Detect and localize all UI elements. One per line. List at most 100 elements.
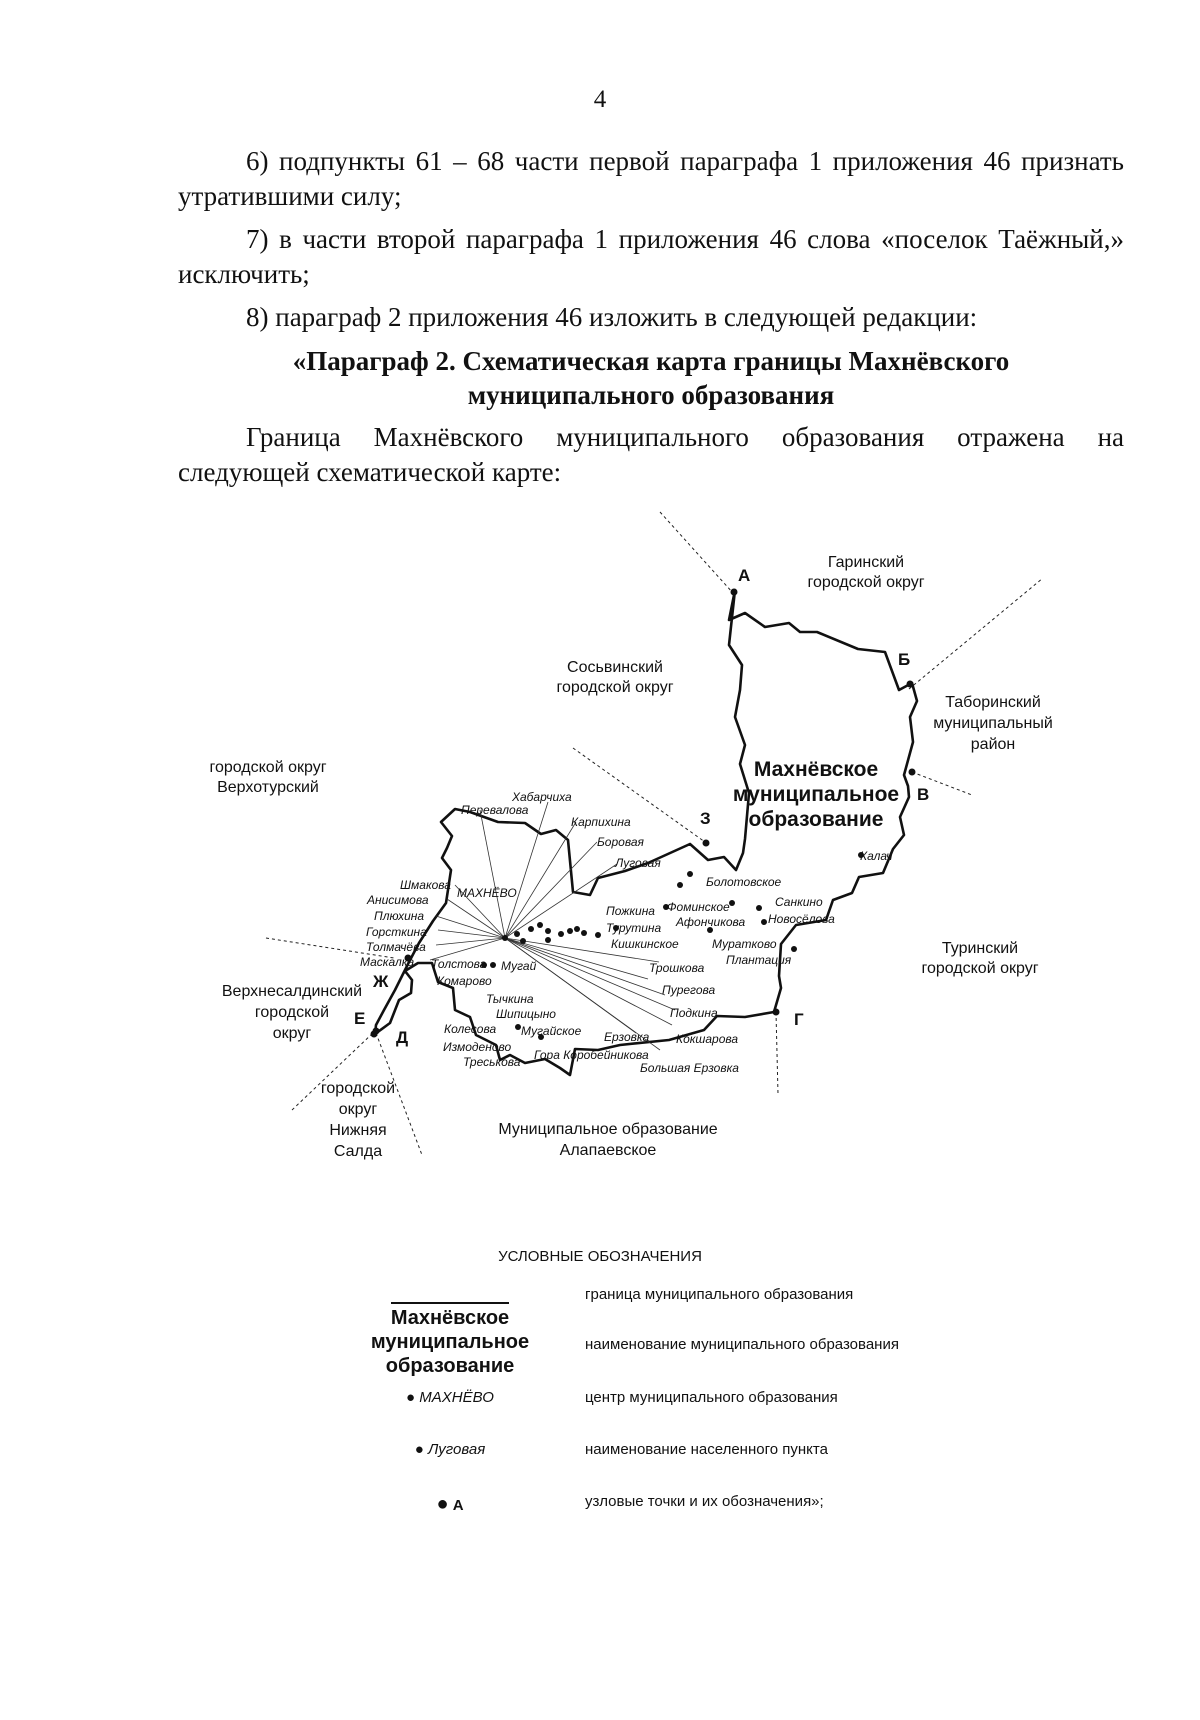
label-verkhnesaldinsky-1: Верхнесалдинский (222, 983, 362, 1000)
label-verkhotursky-1: городской округ (209, 759, 326, 776)
place-anisimova: Анисимова (366, 893, 429, 907)
node-zh: Ж (372, 972, 389, 991)
place-pozhkina: Пожкина (606, 904, 655, 918)
label-garinsky-2: городской округ (807, 574, 924, 591)
place-maskalka: Маскалка (360, 955, 414, 969)
municipality-name-1: Махнёвское (754, 758, 878, 781)
label-verkhnesaldinsky-2: городской (255, 1004, 329, 1021)
label-taborinsky-3: район (971, 736, 1015, 753)
place-karpikhina: Карпихина (571, 815, 631, 829)
label-verkhnesaldinsky-3: округ (273, 1025, 312, 1042)
settlement-dots (481, 852, 864, 1040)
place-bolshaya-erzovka: Большая Ерзовка (640, 1061, 739, 1075)
place-plantatsiya: Плантация (726, 953, 792, 967)
place-tolstova: Толстова (431, 957, 487, 971)
legend-boundary-desc: граница муниципального образования (585, 1286, 854, 1303)
place-muratkovo: Муратково (712, 937, 777, 951)
legend-settlement-text: Луговая (428, 1441, 486, 1458)
place-shmakova: Шмакова (400, 878, 451, 892)
legend-settlement-desc: наименование населенного пункта (585, 1441, 828, 1458)
label-alapaevskoe-1: Муниципальное образование (498, 1121, 717, 1138)
place-afonchikova: Афончикова (675, 915, 746, 929)
paragraph-6: 6) подпункты 61 – 68 части первой парагр… (178, 146, 1124, 211)
heading-line-2: муниципального образования (467, 380, 835, 410)
municipality-name-3: образование (749, 808, 884, 831)
label-verkhotursky-2: Верхотурский (217, 779, 319, 796)
place-khabarchikha: Хабарчиха (511, 790, 572, 804)
leader-lines (429, 801, 676, 1051)
place-kolesova: Колесова (444, 1022, 496, 1036)
legend-center-symbol: ● МАХНЁВО (406, 1389, 494, 1406)
place-gora-korobeinikova: Гора Коробейникова (534, 1048, 649, 1062)
municipality-name-2: муниципальное (733, 783, 899, 806)
map-svg: А Б В Г Д Е Ж З Гаринский городской окру… (209, 511, 1053, 1160)
place-novoselova: Новосёлова (768, 912, 835, 926)
place-treskova: Треськова (463, 1055, 521, 1069)
place-sankino: Санкино (775, 895, 823, 909)
paragraph-7: 7) в части второй параграфа 1 приложения… (178, 224, 1124, 289)
node-b: Б (898, 650, 910, 669)
node-g: Г (794, 1010, 804, 1029)
place-troshkova: Трошкова (649, 961, 705, 975)
node-points (370, 588, 916, 1038)
place-tychkina: Тычкина (486, 992, 534, 1006)
neighbor-lines (265, 511, 1044, 1156)
municipality-boundary (373, 588, 919, 1077)
place-komarovo: Комарово (437, 974, 492, 988)
legend-center-desc: центр муниципального образования (585, 1389, 838, 1406)
place-shipitsyno: Шипицыно (496, 1007, 556, 1021)
legend-node-text: А (452, 1497, 464, 1514)
place-tolmacheva: Толмачёва (366, 940, 426, 954)
label-turinsky-2: городской округ (921, 960, 1038, 977)
legend-node-symbol: ● А (436, 1493, 464, 1515)
center-label: МАХНЁВО (457, 886, 517, 900)
place-turutina: Турутина (606, 921, 661, 935)
legend-boundary-line (340, 1294, 560, 1311)
label-taborinsky-2: муниципальный (933, 715, 1053, 732)
node-a: А (738, 566, 750, 585)
legend-node-desc: узловые точки и их обозначения»; (585, 1493, 824, 1510)
node-v: В (917, 785, 929, 804)
label-sosvinsky-2: городской округ (556, 679, 673, 696)
schematic-map: А Б В Г Д Е Ж З Гаринский городской окру… (0, 500, 1200, 1220)
place-fominskoe: Фоминское (667, 900, 730, 914)
place-puregova: Пурегова (662, 983, 716, 997)
place-borovaya: Боровая (597, 835, 645, 849)
legend-name-line-1: Махнёвское (390, 1307, 510, 1329)
place-podkina: Подкина (670, 1006, 718, 1020)
legend-center-text: МАХНЁВО (419, 1389, 494, 1406)
neighbor-labels: Гаринский городской округ Сосьвинский го… (209, 554, 1052, 1160)
place-kishkinskoe: Кишкинское (611, 937, 679, 951)
legend-name-symbol: Махнёвское муниципальное образование (340, 1306, 560, 1378)
place-mugai: Мугай (501, 959, 537, 973)
intro-paragraph: Граница Махнёвского муниципального образ… (178, 422, 1124, 487)
label-garinsky-1: Гаринский (828, 554, 904, 571)
label-turinsky-1: Туринский (942, 940, 1018, 957)
label-alapaevskoe-2: Алапаевское (560, 1142, 657, 1159)
place-koksharova: Кокшарова (676, 1032, 738, 1046)
page-number: 4 (593, 86, 607, 113)
node-e: Е (354, 1009, 365, 1028)
place-erzovka: Ерзовка (604, 1030, 650, 1044)
place-perevalova: Перевалова (461, 803, 529, 817)
legend-name-desc: наименование муниципального образования (585, 1336, 899, 1353)
heading-line-1: «Параграф 2. Схематическая карта границы… (292, 346, 1010, 376)
label-nsalda-3: Нижняя (329, 1122, 386, 1139)
settlement-labels: Хабарчиха Перевалова Карпихина Боровая Л… (360, 790, 892, 1075)
legend-name-line-3: образование (385, 1355, 515, 1377)
legend-name-line-2: муниципальное (370, 1331, 530, 1353)
node-z: З (700, 809, 711, 828)
label-nsalda-4: Салда (334, 1143, 382, 1160)
place-bolotovskoe: Болотовское (706, 875, 782, 889)
place-gorstkina: Горсткина (366, 925, 427, 939)
label-nsalda-2: округ (339, 1101, 378, 1118)
paragraph-8: 8) параграф 2 приложения 46 изложить в с… (246, 302, 978, 332)
label-sosvinsky-1: Сосьвинский (567, 659, 663, 676)
section-heading: «Параграф 2. Схематическая карта границы… (178, 344, 1124, 412)
municipality-name: Махнёвское муниципальное образование (733, 758, 899, 831)
label-taborinsky-1: Таборинский (945, 694, 1041, 711)
place-lugovaya: Луговая (614, 856, 661, 870)
legend-settlement-symbol: ● Луговая (414, 1441, 486, 1458)
place-kalach: Калач (860, 849, 892, 863)
place-plyukhina: Плюхина (374, 909, 424, 923)
